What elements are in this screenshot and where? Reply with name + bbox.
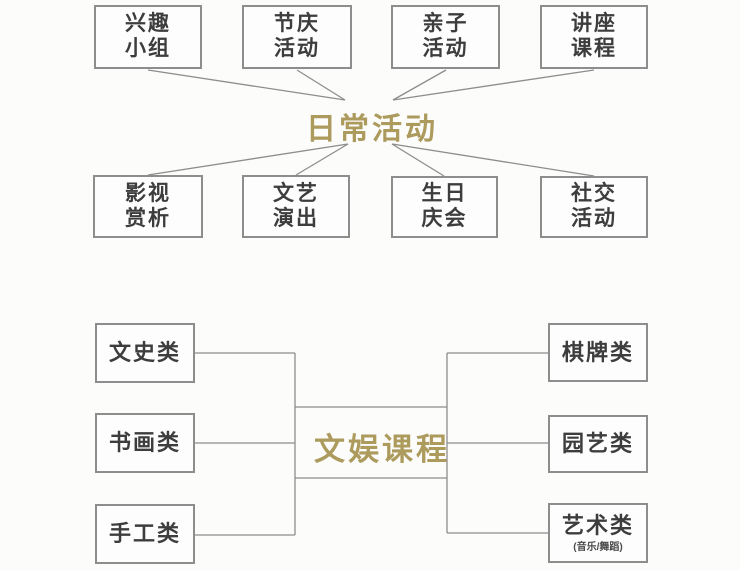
node-handicrafts: 手工类 bbox=[95, 504, 195, 564]
node-arts: 艺术类 (音乐/舞蹈) bbox=[548, 503, 648, 563]
node-label: 庆会 bbox=[421, 207, 468, 230]
node-label: 艺术类 bbox=[561, 512, 634, 538]
node-label: 兴趣 bbox=[125, 12, 171, 36]
node-film-appreciation: 影视 赏析 bbox=[93, 175, 203, 238]
node-literature-history: 文史类 bbox=[95, 323, 195, 383]
node-label: 讲座 bbox=[571, 12, 617, 36]
node-label: 文史类 bbox=[108, 340, 181, 366]
node-label: 赏析 bbox=[125, 206, 171, 230]
title-culture-courses: 文娱课程 bbox=[314, 432, 450, 467]
node-label: 活动 bbox=[274, 37, 320, 60]
node-label: 演出 bbox=[273, 206, 319, 230]
title-daily-activities: 日常活动 bbox=[306, 113, 438, 146]
node-chess-cards: 棋牌类 bbox=[548, 323, 648, 382]
node-label: 课程 bbox=[571, 37, 617, 60]
node-interest-groups: 兴趣 小组 bbox=[94, 5, 202, 69]
node-label: 活动 bbox=[422, 37, 469, 60]
node-label: 亲子 bbox=[422, 12, 469, 36]
node-gardening: 园艺类 bbox=[548, 415, 648, 473]
node-art-performances: 文艺 演出 bbox=[242, 175, 350, 238]
node-label: 社交 bbox=[571, 182, 617, 206]
node-label: 小组 bbox=[125, 37, 171, 60]
node-label: 文艺 bbox=[273, 181, 319, 205]
node-festival-activities: 节庆 活动 bbox=[242, 5, 352, 69]
node-label: 棋牌类 bbox=[561, 339, 634, 365]
node-label: 园艺类 bbox=[561, 431, 634, 457]
node-label: 书画类 bbox=[108, 430, 181, 456]
node-label: 手工类 bbox=[108, 521, 181, 547]
node-birthday-parties: 生日 庆会 bbox=[391, 176, 498, 238]
node-calligraphy-painting: 书画类 bbox=[95, 413, 195, 473]
node-sublabel-music-dance: (音乐/舞蹈) bbox=[573, 541, 623, 553]
node-social-activities: 社交 活动 bbox=[540, 176, 648, 238]
node-label: 影视 bbox=[125, 181, 171, 205]
node-lecture-courses: 讲座 课程 bbox=[540, 5, 648, 69]
node-label: 生日 bbox=[421, 182, 468, 206]
node-parent-child-activities: 亲子 活动 bbox=[391, 5, 500, 69]
node-label: 节庆 bbox=[274, 12, 320, 36]
node-label: 活动 bbox=[571, 207, 617, 230]
